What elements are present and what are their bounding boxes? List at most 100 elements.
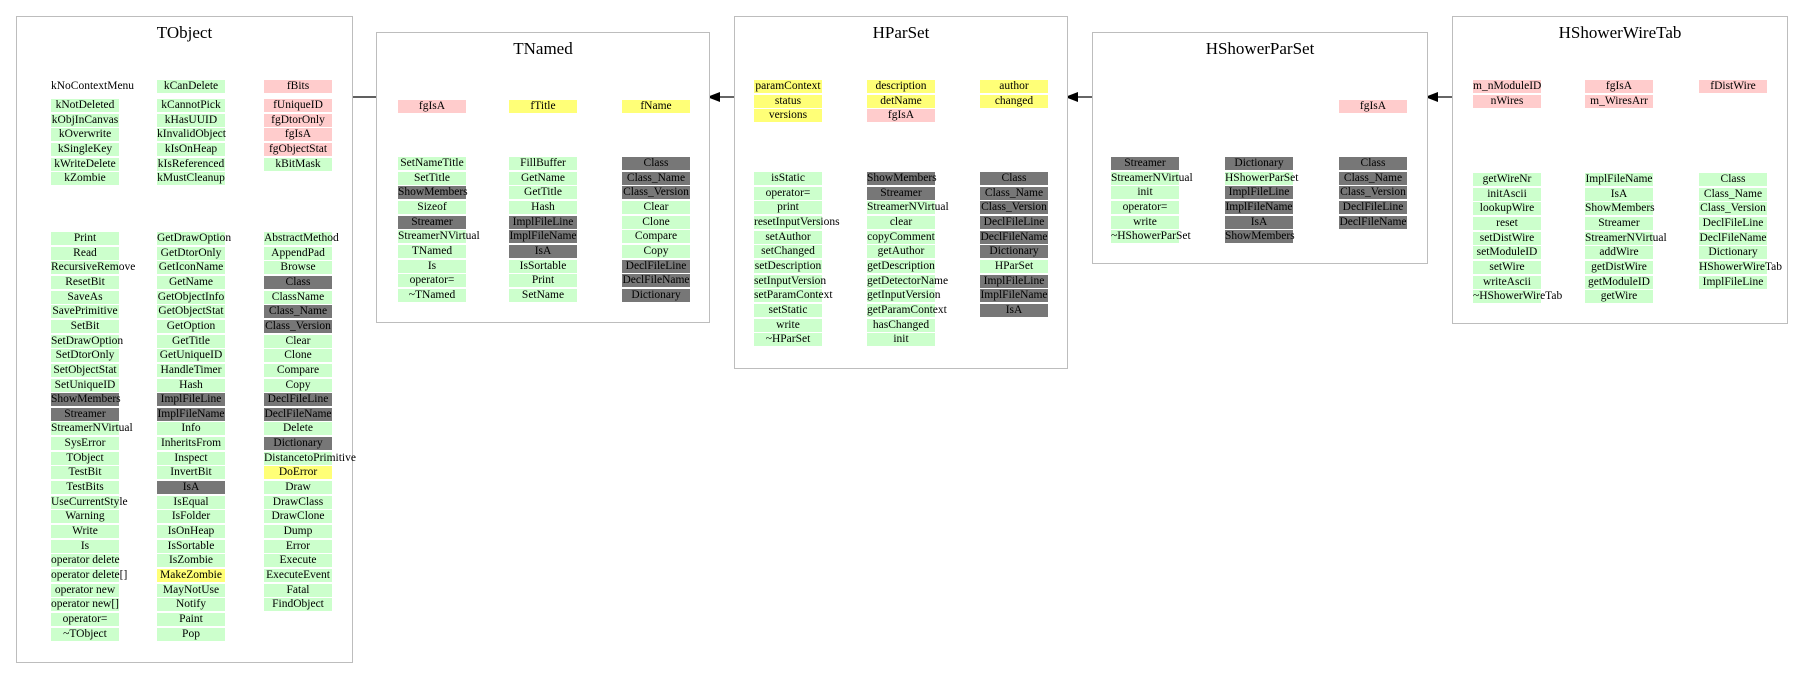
member-cell: fBits	[264, 80, 332, 93]
arrow-hparset-to-tnamed	[707, 92, 734, 102]
member-cell: Sizeof	[398, 200, 466, 214]
member-cell: AppendPad	[264, 246, 332, 260]
member-cell: fgDtorOnly	[264, 113, 332, 127]
member-cell: TestBits	[51, 481, 119, 495]
class-title: TNamed	[513, 39, 573, 58]
member-cell: ~HParSet	[754, 333, 822, 347]
member-cell: DeclFileName	[1339, 215, 1407, 229]
member-cell: kZombie	[51, 172, 119, 186]
member-cell: Dictionary	[1225, 157, 1293, 170]
member-cell: DeclFileLine	[622, 259, 690, 273]
member-cell: Class_Name	[1339, 171, 1407, 185]
member-cell: IsZombie	[157, 554, 225, 568]
member-cell: InvertBit	[157, 466, 225, 480]
member-cell: kBitMask	[264, 157, 332, 171]
member-cell: copyComment	[867, 230, 935, 244]
member-cell: Browse	[264, 261, 332, 275]
member-cell: setAuthor	[754, 230, 822, 244]
member-cell: Dictionary	[622, 288, 690, 302]
member-cell: setWire	[1473, 260, 1541, 274]
member-cell: init	[1111, 186, 1179, 200]
member-cell: IsSortable	[509, 259, 577, 273]
member-cell: DeclFileLine	[1699, 216, 1767, 230]
member-cell: operator delete[]	[51, 568, 128, 582]
member-cell: Read	[51, 246, 119, 260]
member-cell: SetDtorOnly	[51, 349, 119, 363]
member-cell: ImplFileName	[1225, 200, 1293, 214]
member-cell: getParamContext	[867, 303, 947, 317]
member-cell: DeclFileLine	[1339, 200, 1407, 214]
member-cell: GetObjectInfo	[157, 290, 225, 304]
member-cell: Clone	[622, 215, 690, 229]
member-cell: DrawClass	[264, 495, 332, 509]
member-cell: DoError	[264, 466, 332, 480]
member-cell: Streamer	[1585, 216, 1653, 230]
member-cell: Copy	[264, 378, 332, 392]
member-cell: fUniqueID	[264, 99, 332, 112]
member-cell: setChanged	[754, 245, 822, 259]
member-cell: IsOnHeap	[157, 525, 225, 538]
member-cell: fgIsA	[264, 128, 332, 142]
member-cell: reset	[1473, 216, 1541, 230]
class-title: HShowerParSet	[1205, 39, 1315, 58]
member-cell: Hash	[157, 378, 225, 392]
member-cell: SavePrimitive	[51, 305, 119, 319]
member-cell: fgIsA	[867, 109, 935, 123]
member-cell: GetOption	[157, 319, 225, 333]
member-cell: ImplFileLine	[1699, 275, 1767, 289]
member-cell: ImplFileLine	[980, 274, 1048, 288]
member-cell: getWire	[1585, 290, 1653, 304]
member-cell: Class_Version	[264, 319, 332, 333]
member-cell: Dump	[264, 525, 332, 538]
member-cell: ImplFileLine	[1225, 186, 1293, 200]
member-cell: fgIsA	[1585, 80, 1653, 93]
member-cell: getInputVersion	[867, 289, 941, 303]
class-title: HShowerWireTab	[1558, 23, 1682, 42]
member-cell: IsA	[980, 303, 1048, 317]
member-cell: Execute	[264, 554, 332, 568]
member-cell: isStatic	[754, 172, 822, 185]
member-cell: HandleTimer	[157, 363, 225, 377]
member-cell: operator=	[51, 612, 119, 626]
member-cell: SaveAs	[51, 290, 119, 304]
member-cell: AbstractMethod	[264, 232, 339, 245]
member-cell: paramContext	[754, 80, 822, 93]
member-cell: ShowMembers	[1585, 202, 1655, 216]
member-cell: Class	[980, 172, 1048, 185]
member-cell: clear	[867, 215, 935, 229]
member-cell: SetBit	[51, 319, 119, 333]
member-cell: StreamerNVirtual	[1585, 231, 1667, 245]
member-cell: StreamerNVirtual	[867, 201, 949, 215]
member-cell: m_WiresArr	[1585, 94, 1653, 108]
member-cell: Dictionary	[1699, 246, 1767, 260]
member-cell: kHasUUID	[157, 113, 225, 127]
member-cell: Class	[1699, 173, 1767, 186]
member-cell: Info	[157, 422, 225, 436]
member-cell: MayNotUse	[157, 583, 225, 597]
member-cell: setInputVersion	[754, 274, 827, 288]
member-cell: nWires	[1473, 94, 1541, 108]
member-cell: MakeZombie	[157, 568, 225, 582]
member-cell: Class_Version	[980, 201, 1048, 215]
member-cell: kObjInCanvas	[51, 113, 119, 127]
member-cell: DeclFileName	[622, 274, 690, 288]
member-cell: Streamer	[1111, 157, 1179, 170]
member-cell: GetDtorOnly	[157, 246, 225, 260]
member-cell: Class_Version	[1699, 202, 1767, 216]
member-cell: ResetBit	[51, 275, 119, 289]
member-cell: kWriteDelete	[51, 157, 119, 171]
member-cell: Class_Version	[622, 186, 690, 200]
member-cell: StreamerNVirtual	[398, 230, 480, 244]
member-cell: FillBuffer	[509, 157, 577, 170]
member-cell: GetObjectStat	[157, 305, 225, 319]
member-cell: Streamer	[51, 407, 119, 421]
member-cell: TNamed	[398, 244, 466, 258]
arrow-hshowerparset-to-hparset	[1065, 92, 1092, 102]
member-cell: Write	[51, 525, 119, 538]
member-cell: kMustCleanup	[157, 172, 225, 186]
member-cell: Print	[509, 274, 577, 288]
member-cell: ImplFileName	[1585, 173, 1653, 186]
member-cell: ImplFileLine	[157, 393, 225, 407]
member-cell: ExecuteEvent	[264, 568, 332, 582]
